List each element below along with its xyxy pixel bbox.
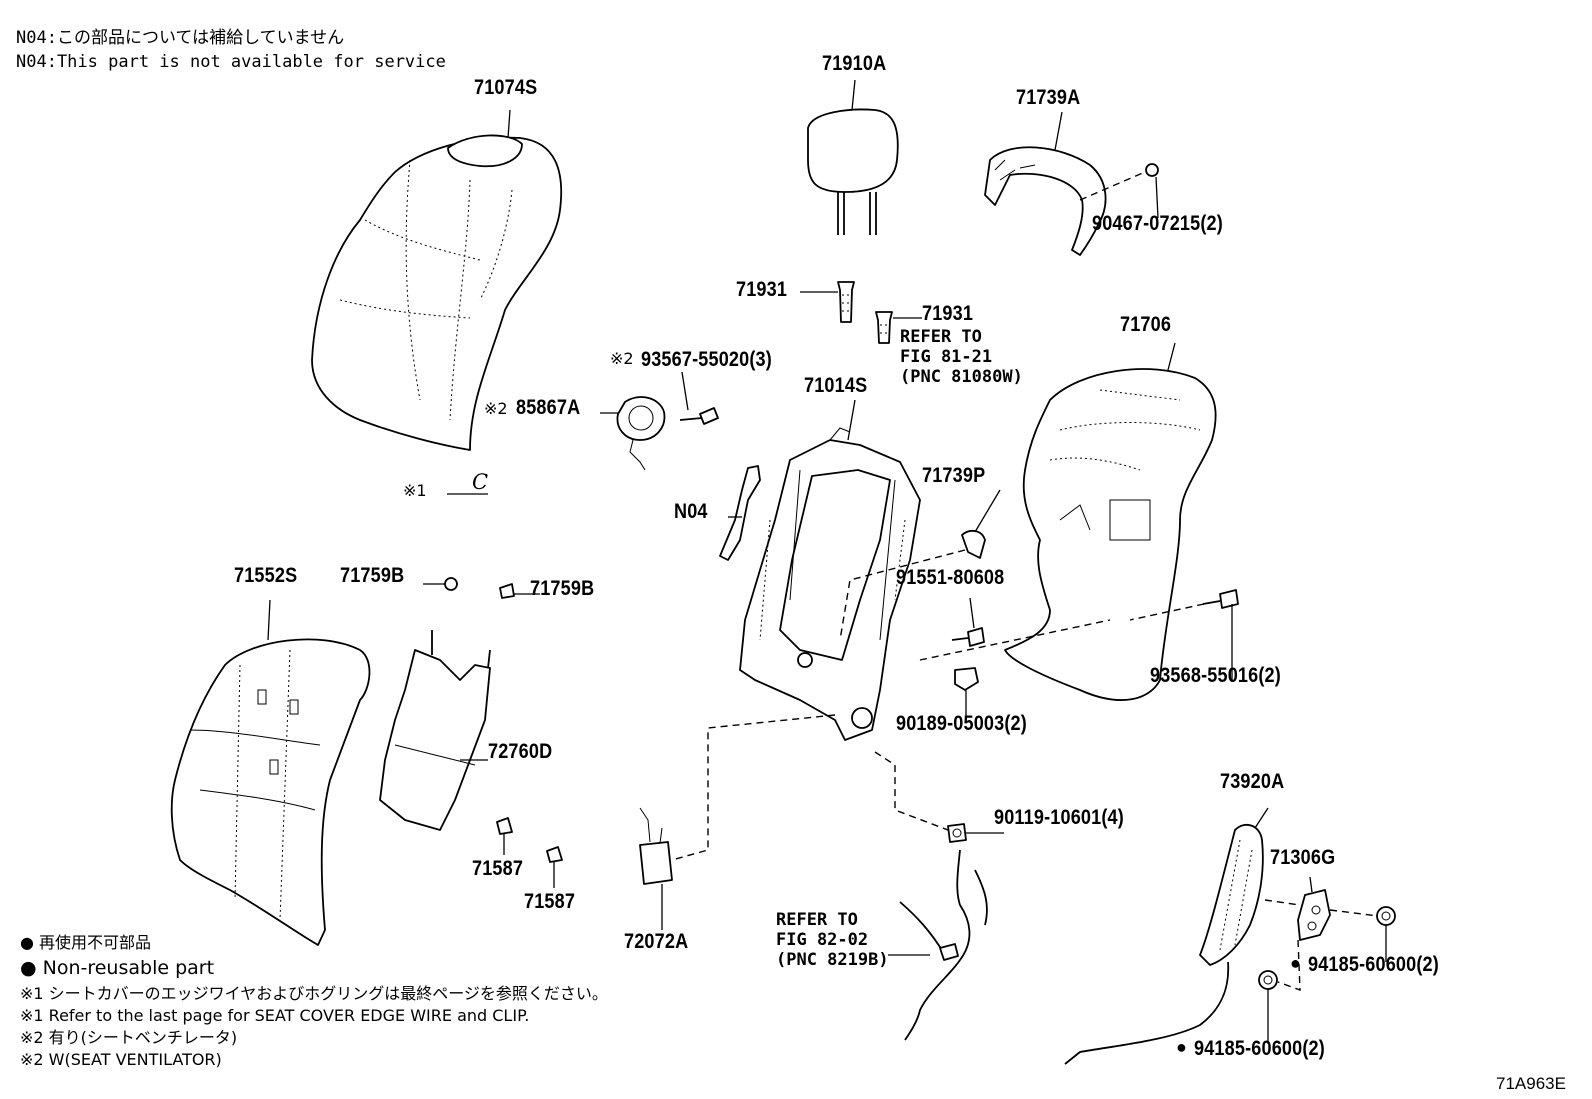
seatback-pad-drawing: [170, 638, 371, 946]
refer-to-fig-81-21[interactable]: FIG 81-21: [900, 347, 993, 367]
refer-to-line-1: REFER TO: [900, 327, 982, 347]
screw-93568-drawing: [1202, 589, 1239, 609]
part-label-71759b-right[interactable]: 71759B: [530, 577, 595, 600]
clip-71739p-drawing: [961, 529, 986, 559]
part-label-90189-05003[interactable]: 90189-05003(2): [896, 712, 1027, 735]
note1-mark: ※1: [403, 481, 427, 500]
legend-non-reusable-ja: ● 再使用不可部品: [20, 933, 152, 952]
part-label-71306g[interactable]: 71306G: [1270, 846, 1336, 869]
non-reusable-dot-1: ●: [1290, 953, 1301, 973]
ventilator-mark-2: ※2: [484, 399, 508, 418]
legend-note1-en: ※1 Refer to the last page for SEAT COVER…: [20, 1006, 530, 1025]
seatback-board-drawing: [1004, 368, 1217, 701]
part-label-71552s[interactable]: 71552S: [234, 564, 298, 587]
assembly-dashed-lines: [671, 171, 1379, 992]
part-label-n04[interactable]: N04: [674, 500, 708, 523]
plug-71759b-drawing: [444, 577, 515, 599]
clip-90189-drawing: [954, 667, 979, 691]
n04-bracket-drawing: [719, 465, 761, 561]
part-label-71931-right[interactable]: 71931: [922, 302, 974, 325]
part-label-94185-60600-right[interactable]: 94185-60600(2): [1308, 953, 1439, 976]
legend-note2-ja: ※2 有り(シートベンチレータ): [20, 1028, 238, 1047]
note-not-available-ja: N04:この部品については補給していません: [16, 28, 345, 48]
note-not-available-en: N04:This part is not available for servi…: [16, 52, 446, 72]
refer-to-pnc-81080w: (PNC 81080W): [900, 367, 1023, 387]
part-label-71739a[interactable]: 71739A: [1016, 86, 1081, 109]
bracket-71306g-drawing: [1297, 889, 1331, 941]
upper-trim-drawing: [984, 146, 1159, 256]
part-label-71739p[interactable]: 71739P: [922, 464, 986, 487]
figure-id: 71A963E: [1496, 1074, 1566, 1093]
ventilator-ecu-drawing: [639, 807, 673, 885]
legend-note1-ja: ※1 シートカバーのエッジワイヤおよびホグリングは最終ページを参照ください。: [20, 984, 608, 1003]
refer-to-line-2: REFER TO: [776, 910, 858, 930]
part-label-72072a[interactable]: 72072A: [624, 930, 689, 953]
part-label-71910a[interactable]: 71910A: [822, 52, 887, 75]
wire-harness-drawing: [899, 849, 988, 1041]
refer-to-fig-82-02[interactable]: FIG 82-02: [776, 930, 869, 950]
part-label-93567-55020[interactable]: 93567-55020(3): [641, 348, 772, 371]
part-label-71587-left[interactable]: 71587: [472, 857, 524, 880]
seat-heater-drawing: [379, 630, 491, 831]
part-label-85867a[interactable]: 85867A: [516, 396, 581, 419]
refer-to-pnc-8219b: (PNC 8219B): [776, 950, 889, 970]
part-label-90119-10601[interactable]: 90119-10601(4): [994, 806, 1124, 829]
bolt-91551-drawing: [951, 627, 985, 647]
part-label-71074s[interactable]: 71074S: [474, 76, 538, 99]
ventilator-mark-1: ※2: [610, 349, 634, 368]
seatback-frame-drawing: [739, 427, 921, 741]
clip-71587-drawing: [496, 817, 563, 863]
part-label-73920a[interactable]: 73920A: [1220, 770, 1285, 793]
part-label-71587-right[interactable]: 71587: [524, 890, 576, 913]
part-label-71759b-left[interactable]: 71759B: [340, 564, 405, 587]
seatback-cover-drawing: [311, 134, 563, 451]
bolt-90119-drawing: [947, 823, 967, 843]
note1-code: C: [472, 470, 489, 494]
legend-non-reusable-en: ● Non-reusable part: [20, 957, 215, 979]
legend-note2-en: ※2 W(SEAT VENTILATOR): [20, 1050, 222, 1069]
headrest-guides-drawing: [837, 281, 893, 344]
part-label-91551-80608[interactable]: 91551-80608: [896, 566, 1005, 589]
part-label-71706[interactable]: 71706: [1120, 313, 1172, 336]
part-label-71931-left[interactable]: 71931: [736, 278, 788, 301]
ventilator-fan-drawing: [616, 396, 719, 471]
nut-94185-drawing: [1258, 906, 1396, 990]
part-label-71014s[interactable]: 71014S: [804, 374, 868, 397]
part-label-94185-60600-bottom[interactable]: 94185-60600(2): [1194, 1037, 1325, 1060]
part-label-93568-55016[interactable]: 93568-55016(2): [1150, 664, 1281, 687]
leader-lines: [267, 79, 1387, 1044]
non-reusable-dot-2: ●: [1176, 1037, 1187, 1057]
headrest-drawing: [807, 108, 899, 235]
part-label-72760d[interactable]: 72760D: [488, 740, 553, 763]
side-shield-drawing: [1064, 823, 1264, 1065]
part-label-90467-07215[interactable]: 90467-07215(2): [1092, 212, 1223, 235]
